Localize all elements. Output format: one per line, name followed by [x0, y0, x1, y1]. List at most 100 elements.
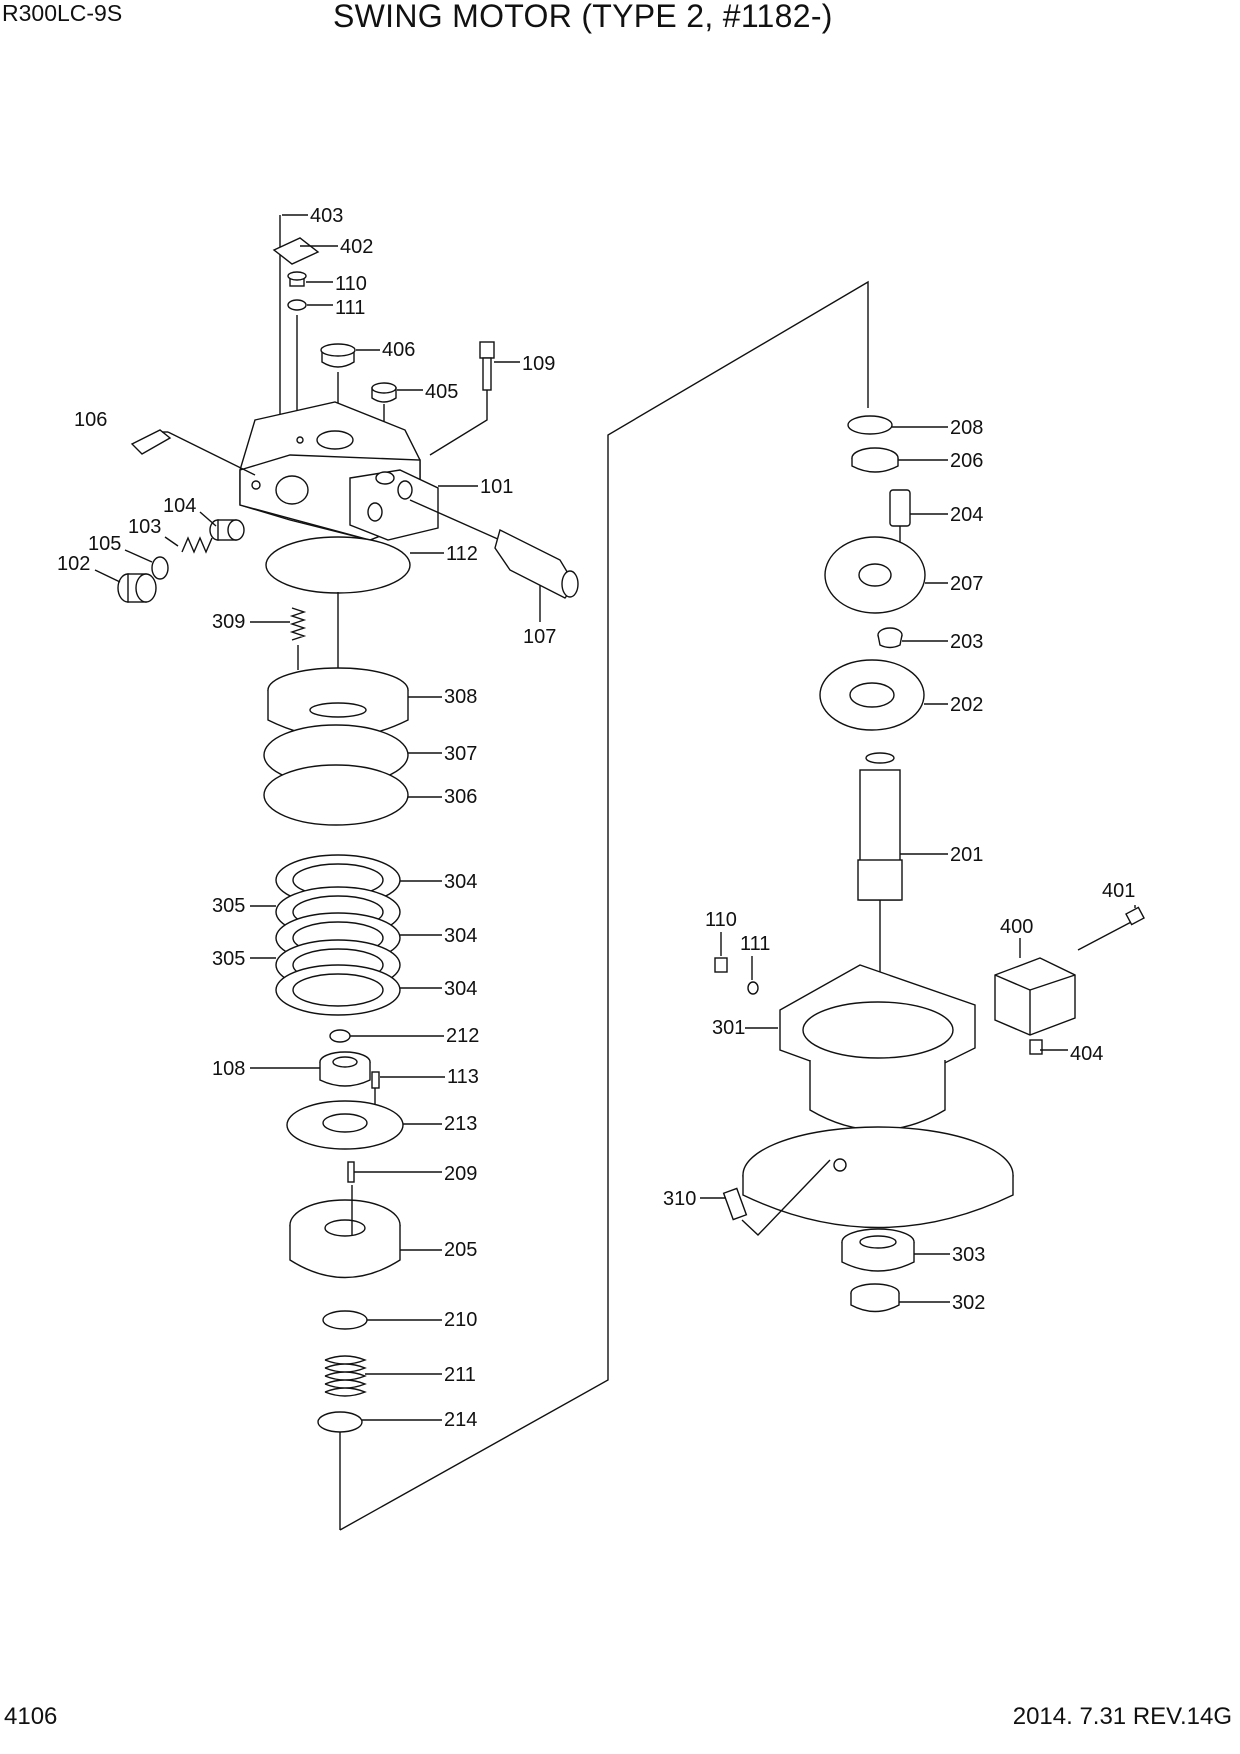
part-105-o-ring: [151, 556, 169, 580]
diagram-title: SWING MOTOR (TYPE 2, #1182-): [333, 0, 833, 34]
part-404-plug: [1029, 1039, 1043, 1055]
callout-label-112: 112: [446, 543, 478, 565]
callout-label-205: 205: [444, 1239, 477, 1261]
part-110-plug: [287, 271, 307, 287]
part-201-drive-shaft: [857, 752, 903, 1015]
callout-label-401: 401: [1102, 880, 1135, 902]
callout-label-309: 309: [212, 611, 245, 633]
part-206-bearing: [851, 447, 899, 473]
callout-label-109: 109: [522, 353, 555, 375]
part-310-plug: [722, 1159, 831, 1236]
callout-label-107: 107: [523, 626, 556, 648]
callout-label-206: 206: [950, 450, 983, 472]
part-301-casing: [742, 964, 1014, 1229]
callout-label-209: 209: [444, 1163, 477, 1185]
callout-label-306: 306: [444, 786, 477, 808]
part-302-oil-seal: [850, 1283, 900, 1313]
callout-label-101: 101: [480, 476, 513, 498]
part-102-plug: [117, 573, 157, 603]
callout-label-111: 111: [740, 933, 770, 955]
callout-label-403: 403: [310, 205, 343, 227]
callout-leader-line: [94, 569, 121, 583]
callout-label-108: 108: [212, 1058, 245, 1080]
part-210-ring: [322, 1310, 368, 1330]
callout-label-204: 204: [950, 504, 983, 526]
callout-label-105: 105: [88, 533, 121, 555]
part-401-bolt: [1077, 906, 1145, 951]
callout-label-208: 208: [950, 417, 983, 439]
part-101-valve-casing: [239, 401, 439, 541]
part-107-relief-valve: [409, 499, 579, 620]
assembly-connector-line: [339, 280, 869, 1531]
part-402-name-plate: [272, 215, 320, 422]
callout-label-304: 304: [444, 871, 477, 893]
callout-label-213: 213: [444, 1113, 477, 1135]
part-205-cylinder: [289, 1185, 401, 1279]
callout-label-302: 302: [952, 1292, 985, 1314]
part-103-spring: [181, 536, 213, 554]
callout-label-304: 304: [444, 925, 477, 947]
part-405-cap: [371, 382, 397, 460]
part-209-pin: [347, 1161, 355, 1183]
callout-label-110: 110: [335, 273, 367, 295]
callout-label-201: 201: [950, 844, 983, 866]
callout-label-110: 110: [705, 909, 737, 931]
callout-label-404: 404: [1070, 1043, 1103, 1065]
callout-label-202: 202: [950, 694, 983, 716]
part-106-plug: [130, 429, 256, 476]
part-304-plate-3: [275, 964, 401, 1016]
callout-label-305: 305: [212, 895, 245, 917]
callout-leader-line: [164, 536, 179, 547]
part-212-snap-ring: [329, 1029, 351, 1043]
callout-label-104: 104: [163, 495, 196, 517]
callout-label-103: 103: [128, 516, 161, 538]
part-213-valve-plate: [286, 1100, 404, 1150]
part-203-ball-guide: [877, 627, 903, 649]
model-number: R300LC-9S: [2, 0, 123, 26]
callout-label-405: 405: [425, 381, 458, 403]
callout-label-402: 402: [340, 236, 373, 258]
callout-label-203: 203: [950, 631, 983, 653]
part-214-ring: [317, 1411, 363, 1433]
callout-label-400: 400: [1000, 916, 1033, 938]
callout-label-113: 113: [447, 1066, 479, 1088]
callout-label-211: 211: [444, 1364, 476, 1386]
callout-label-214: 214: [444, 1409, 477, 1431]
callout-label-307: 307: [444, 743, 477, 765]
callout-label-207: 207: [950, 573, 983, 595]
page-number: 4106: [4, 1703, 58, 1730]
part-104-poppet: [209, 519, 245, 541]
callout-label-304: 304: [444, 978, 477, 1000]
callout-label-305: 305: [212, 948, 245, 970]
part-208-collar: [847, 415, 893, 435]
part-111-o-ring: [287, 299, 307, 311]
callout-label-301: 301: [712, 1017, 745, 1039]
callout-leader-line: [199, 511, 217, 527]
part-211-spring: [324, 1355, 367, 1397]
part-308-cylinder-block: [267, 667, 409, 739]
callout-label-406: 406: [382, 339, 415, 361]
callout-label-303: 303: [952, 1244, 985, 1266]
part-108-bearing: [319, 1051, 371, 1087]
callout-label-102: 102: [57, 553, 90, 575]
callout-label-210: 210: [444, 1309, 477, 1331]
part-111-o-ring-right: [747, 981, 759, 995]
part-406-cap: [320, 343, 356, 430]
part-400-valve-block: [994, 957, 1076, 1036]
callout-label-308: 308: [444, 686, 477, 708]
part-202-swash-plate: [819, 659, 925, 731]
part-207-retainer-plate: [824, 536, 926, 614]
part-112-o-ring: [265, 536, 411, 594]
callout-label-106: 106: [74, 409, 107, 431]
callout-label-310: 310: [663, 1188, 696, 1210]
part-110-plug-right: [714, 957, 728, 973]
callout-label-212: 212: [446, 1025, 479, 1047]
callout-leader-line: [124, 549, 153, 563]
part-306-o-ring: [263, 764, 409, 826]
part-309-spring: [289, 607, 307, 670]
part-303-bearing: [841, 1228, 915, 1272]
callout-label-111: 111: [335, 297, 365, 319]
part-109-bolt: [429, 341, 495, 456]
revision-date: 2014. 7.31 REV.14G: [1012, 1703, 1232, 1730]
